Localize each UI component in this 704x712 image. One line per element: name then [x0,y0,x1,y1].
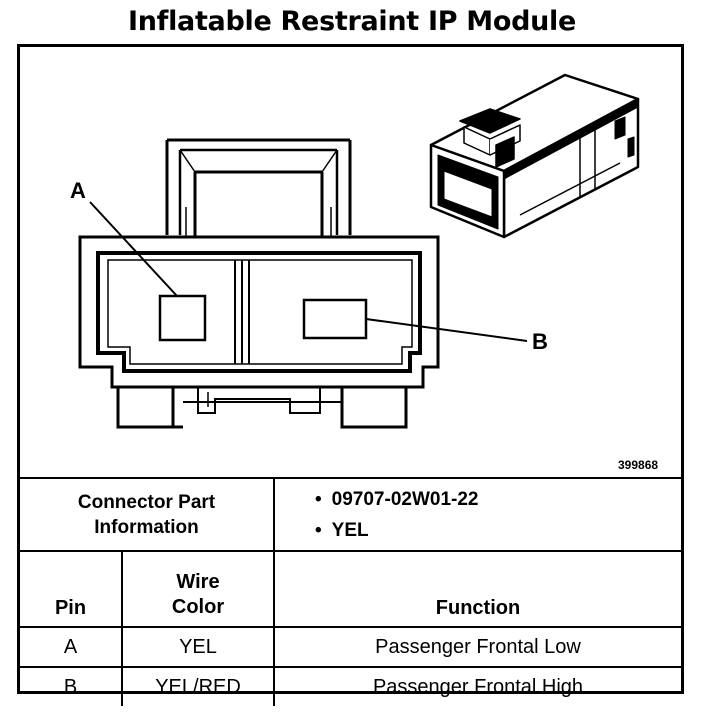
table-row: A YEL Passenger Frontal Low [20,626,681,668]
drawing-number: 399868 [618,458,659,472]
connector-face-drawing [78,138,440,429]
table-header-row: Pin Wire Color Function [20,550,681,628]
callout-a-label: A [70,178,86,203]
connector-diagram: A B [70,73,640,429]
table-row: B YEL/RED Passenger Frontal High [20,666,681,706]
wire-color-cell: YEL [121,626,275,668]
function-cell: Passenger Frontal Low [273,626,681,668]
diagram-frame: A B 399868 [17,44,684,706]
callout-b-label: B [532,329,548,354]
pin-a-cavity [158,294,207,342]
function-cell: Passenger Frontal High [273,666,681,706]
page-title: Inflatable Restraint IP Module [127,6,577,37]
callout-a-leader [89,201,178,297]
pin-header: Pin [20,550,123,628]
connector-part-info-label: Connector Part Information [20,477,275,552]
pin-b-cavity [302,298,368,340]
callout-b-leader [365,318,528,342]
list-item: •YEL [315,519,369,541]
pin-cell: A [20,626,123,668]
function-header: Function [273,550,681,628]
list-item: •09707-02W01-22 [315,488,479,510]
wire-color-header: Wire Color [121,550,275,628]
connector-part-info-values: •09707-02W01-22 •YEL [273,477,681,552]
wire-color-cell: YEL/RED [121,666,275,706]
pin-cell: B [20,666,123,706]
connector-info-table: Connector Part Information •09707-02W01-… [20,477,681,706]
connector-isometric-drawing [429,73,640,239]
connector-info-row: Connector Part Information •09707-02W01-… [20,477,681,552]
